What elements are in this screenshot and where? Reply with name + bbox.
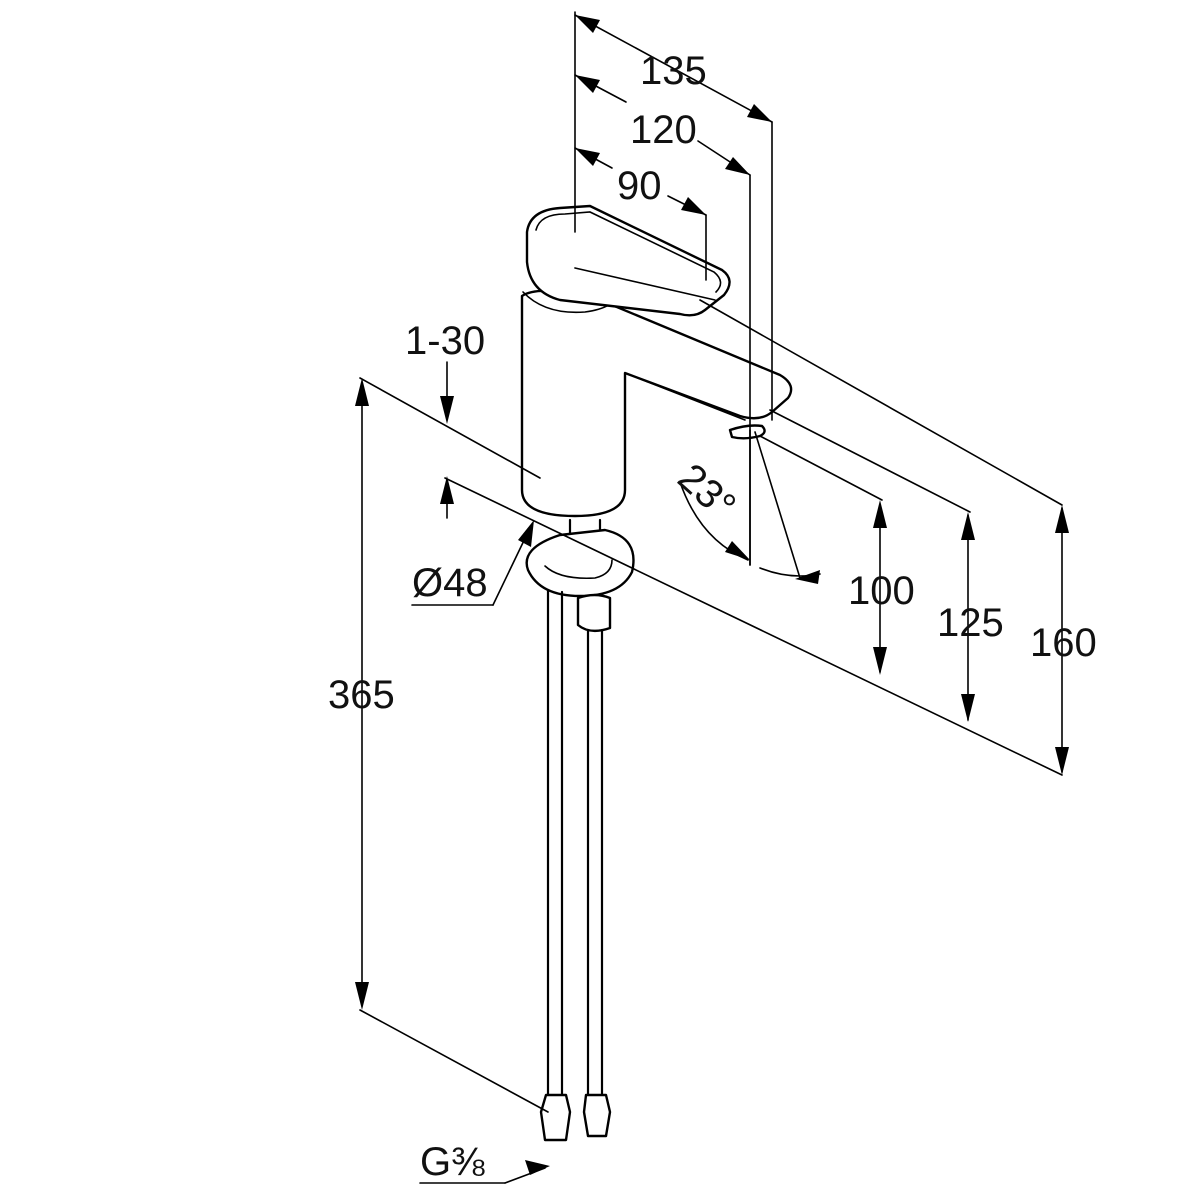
dim-120-label: 120: [630, 108, 697, 152]
arrow-160-a: [1055, 505, 1069, 533]
handle-bottom-line: [574, 267, 716, 301]
arrow-angle-a: [725, 541, 750, 560]
dim-100-label: 100: [848, 569, 915, 613]
arrow-100-a: [873, 500, 887, 528]
dim-48-label: Ø48: [412, 561, 488, 605]
arrow-48: [518, 520, 534, 547]
spout-top-edge: [624, 372, 746, 421]
dim-135-label: 135: [640, 49, 707, 93]
ext-line-1-30-top: [359, 377, 541, 479]
dim-23-label: 23°: [669, 455, 743, 528]
dim-line-135: [574, 14, 773, 123]
handle-lever: [525, 204, 731, 317]
arrow-g38: [525, 1160, 550, 1175]
thread-dimension: G⅜: [419, 1140, 550, 1184]
hose-fitting-left: [539, 1093, 572, 1142]
handle-top-face: [535, 211, 722, 293]
mounting-hardware: [525, 518, 635, 1142]
spout: [520, 289, 793, 518]
arrow-1-30-a: [440, 396, 454, 424]
ext-line-125: [769, 409, 971, 513]
ext-line-365-bottom: [359, 1009, 549, 1113]
dim-g38-label: G⅜: [420, 1140, 485, 1184]
angle-ref-slanted: [754, 431, 801, 579]
arrow-160-b: [1055, 747, 1069, 775]
arrow-1-30-b: [440, 476, 454, 504]
arrow-angle-b: [795, 570, 820, 584]
total-height-dimension: 365: [328, 378, 549, 1113]
arrow-90-b: [681, 197, 706, 215]
faucet-body: [520, 204, 793, 518]
arrow-135-a: [575, 15, 600, 33]
arrow-120-b: [725, 157, 750, 175]
hose-fitting-right: [582, 1093, 612, 1138]
arrow-135-b: [747, 104, 772, 122]
arrow-100-b: [873, 647, 887, 675]
supply-hose-left: [546, 588, 564, 1097]
supply-hose-right: [586, 628, 604, 1097]
dim-90-label: 90: [617, 164, 662, 208]
dim-1-30-label: 1-30: [405, 319, 485, 363]
ext-line-100: [759, 435, 883, 501]
angle-dimension: 23°: [669, 429, 821, 584]
arrow-365-b: [355, 982, 369, 1010]
horseshoe-washer: [525, 528, 635, 598]
diameter-dimension: Ø48: [411, 520, 534, 606]
mounting-nut: [576, 593, 612, 633]
washer-inner: [544, 559, 613, 580]
height-dimensions: 100 125 160: [444, 299, 1097, 776]
arrow-90-a: [575, 148, 600, 166]
deck-thickness-dimension: 1-30: [359, 319, 541, 519]
arrow-125-a: [961, 512, 975, 540]
dim-125-label: 125: [937, 601, 1004, 645]
baseline-diagonal: [444, 477, 1063, 776]
arrow-365-a: [355, 378, 369, 406]
ext-line-160: [699, 299, 1063, 506]
dim-160-label: 160: [1030, 621, 1097, 665]
arrow-120-a: [575, 75, 600, 93]
arrow-125-b: [961, 694, 975, 722]
dim-365-label: 365: [328, 673, 395, 717]
